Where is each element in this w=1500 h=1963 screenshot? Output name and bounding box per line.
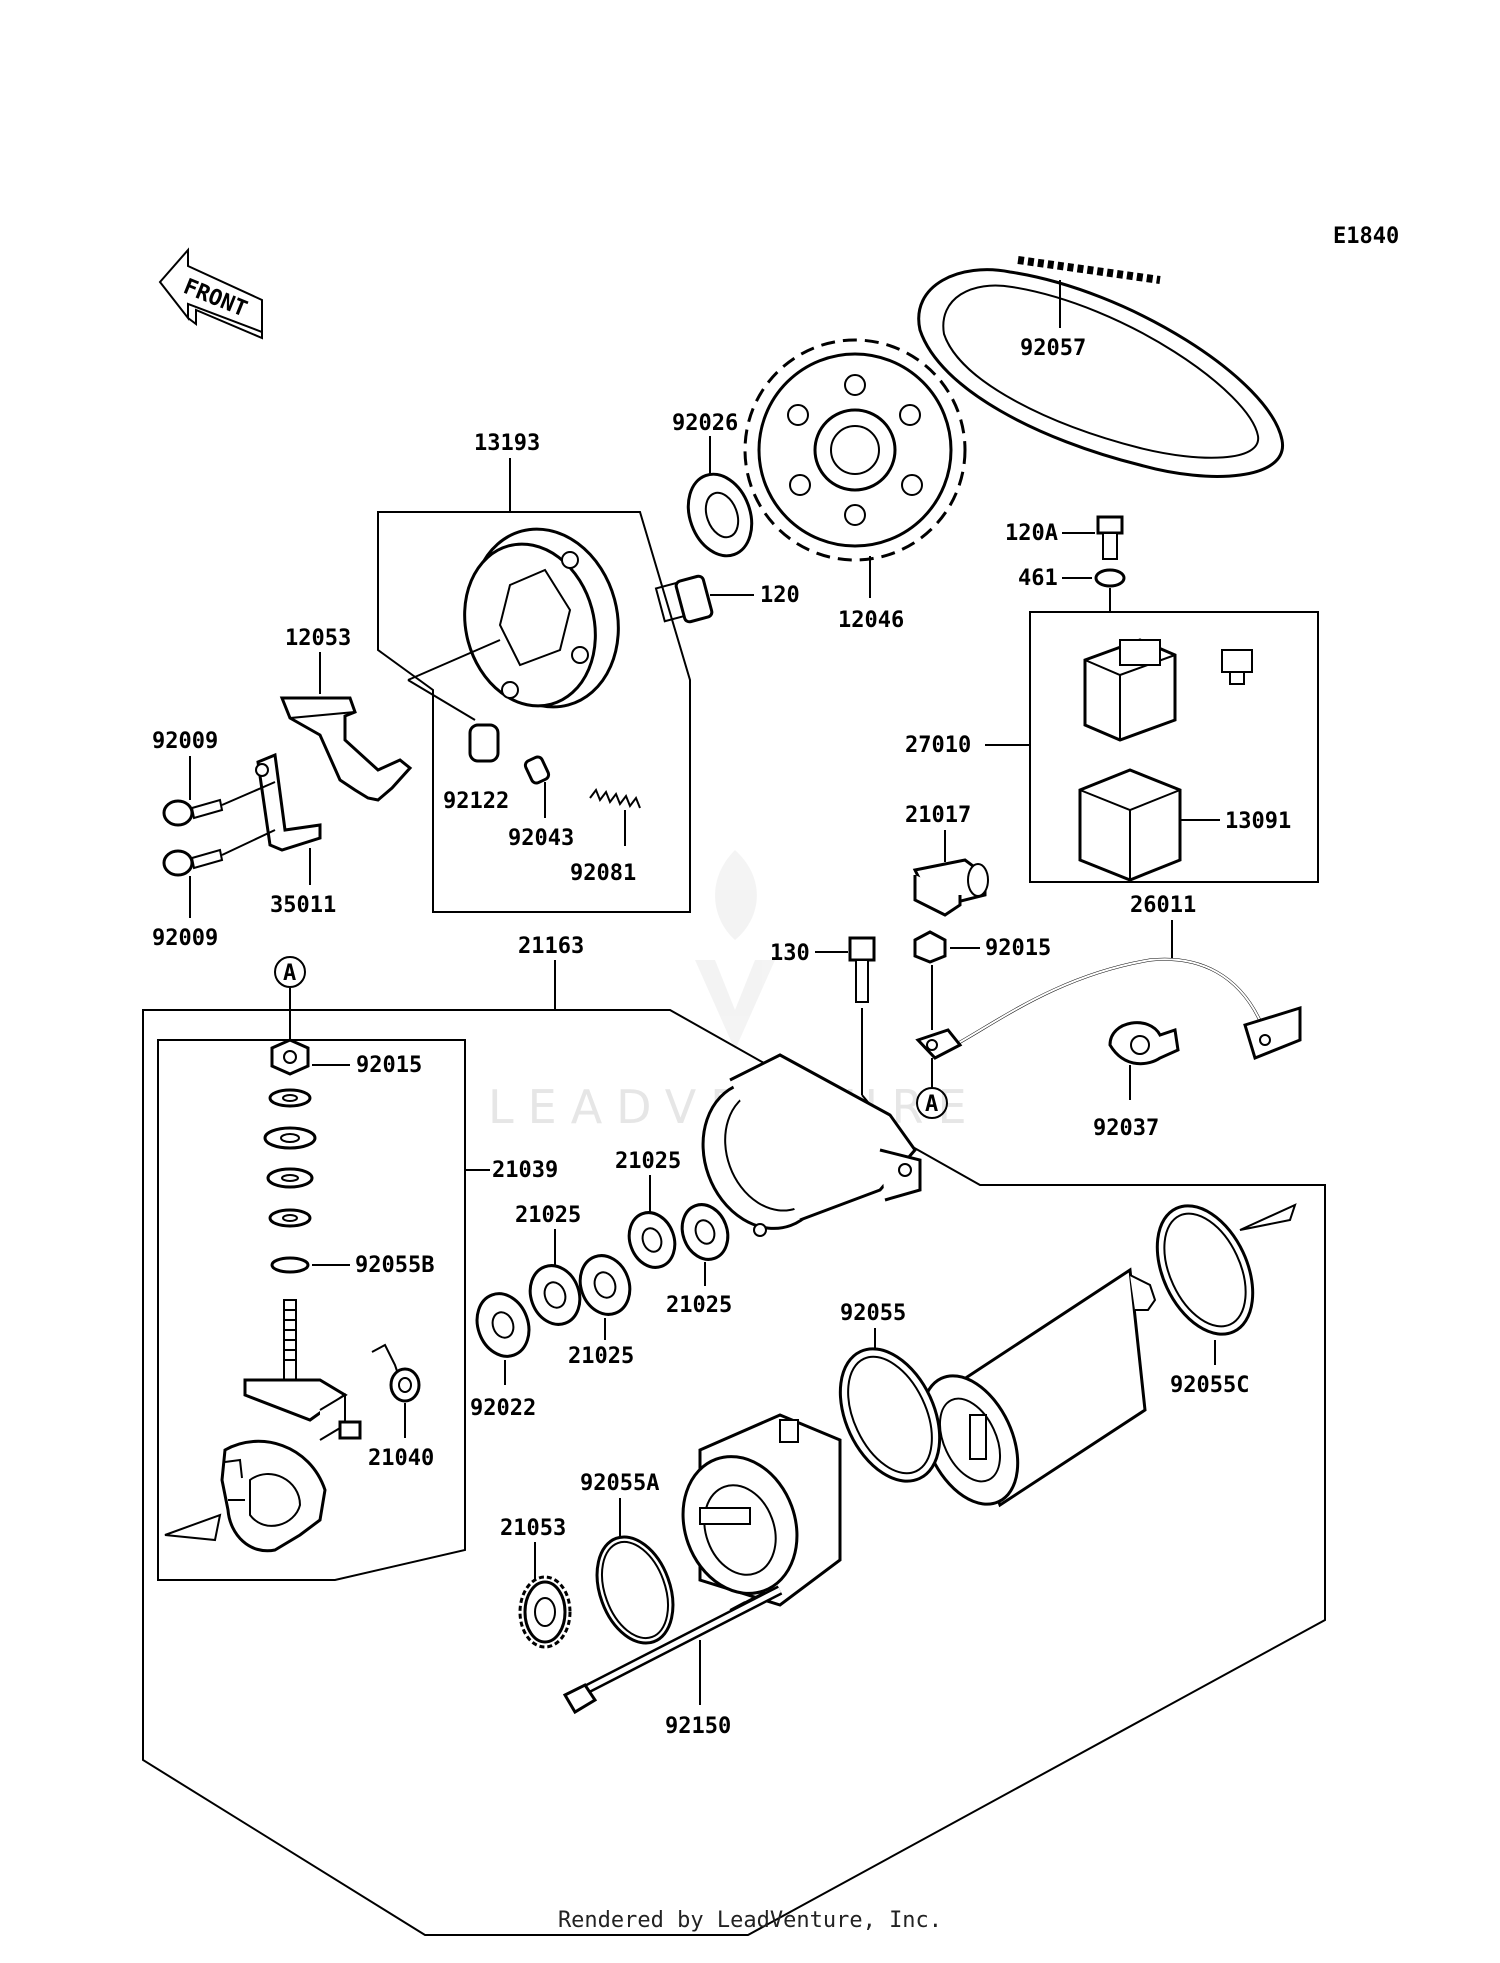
starter-clutch-13193 <box>463 527 620 709</box>
pin-92043 <box>523 755 551 785</box>
washer-21025-d <box>578 1254 632 1316</box>
part-label-92015-a: 92015 <box>356 1053 422 1078</box>
terminal-bolt <box>243 1299 362 1441</box>
part-label-21025-a: 21025 <box>615 1149 681 1174</box>
starter-cable-26011 <box>915 957 1302 1061</box>
part-label-92055B: 92055B <box>355 1253 434 1278</box>
clamp-92037 <box>1108 1021 1180 1066</box>
bracket-12053 <box>279 696 413 802</box>
bracket-35011 <box>255 752 322 852</box>
part-label-21039: 21039 <box>492 1158 558 1183</box>
part-label-120A: 120A <box>1005 521 1058 546</box>
washer-92026 <box>686 472 754 558</box>
part-label-120: 120 <box>760 583 800 608</box>
nut-92015-a <box>270 1038 310 1076</box>
brush-plate <box>220 1439 327 1553</box>
roller-92122 <box>468 723 500 763</box>
part-label-21163: 21163 <box>518 934 584 959</box>
part-label-92081: 92081 <box>570 861 636 886</box>
bolt-120A <box>1096 515 1124 560</box>
part-label-12046: 12046 <box>838 608 904 633</box>
starter-yoke <box>920 1267 1157 1508</box>
bolt-130 <box>848 936 876 1003</box>
part-label-21040: 21040 <box>368 1446 434 1471</box>
o-ring-92055C <box>1155 1204 1255 1336</box>
part-label-461: 461 <box>1018 566 1058 591</box>
ref-marker-a-top: A <box>283 961 296 986</box>
bolt-92009-a <box>162 798 224 827</box>
part-label-92057: 92057 <box>1020 336 1086 361</box>
cap-21017 <box>912 858 989 917</box>
o-ring-92055B <box>270 1256 310 1274</box>
part-label-92055: 92055 <box>840 1301 906 1326</box>
part-label-130: 130 <box>770 941 810 966</box>
part-label-92055C: 92055C <box>1170 1373 1249 1398</box>
part-label-92043: 92043 <box>508 826 574 851</box>
relay-holder-13091 <box>1078 768 1182 882</box>
washer-21025-a <box>627 1211 677 1269</box>
part-label-21025-d: 21025 <box>568 1344 634 1369</box>
bolt-92009-b <box>162 848 224 877</box>
through-bolt-92150 <box>562 1585 783 1715</box>
starter-front-cover <box>681 1413 842 1607</box>
o-ring-92055 <box>838 1347 942 1483</box>
part-label-35011: 35011 <box>270 893 336 918</box>
starter-rear-cover <box>701 1053 922 1237</box>
part-label-27010: 27010 <box>905 733 971 758</box>
nut-92015-b <box>913 930 947 964</box>
washer-461 <box>1094 568 1126 588</box>
washer-21025-c <box>528 1264 582 1326</box>
part-label-92026: 92026 <box>672 411 738 436</box>
part-label-92122: 92122 <box>443 789 509 814</box>
relay-27010 <box>1083 638 1253 742</box>
ref-marker-a-cable: A <box>925 1092 938 1117</box>
spring-92081 <box>589 787 641 809</box>
o-ring-92055A <box>595 1535 675 1645</box>
washer-stack <box>263 1088 317 1228</box>
part-label-21053: 21053 <box>500 1516 566 1541</box>
watermark-logo <box>695 850 775 1050</box>
washer-92022 <box>475 1292 531 1358</box>
pinion-gear-21053 <box>518 1575 572 1649</box>
part-label-13193: 13193 <box>474 431 540 456</box>
part-label-21025-c: 21025 <box>515 1203 581 1228</box>
front-arrow-icon: FRONT <box>158 247 263 340</box>
sprocket-12046 <box>743 338 967 562</box>
bolt-120 <box>654 574 714 624</box>
part-label-92037: 92037 <box>1093 1116 1159 1141</box>
part-label-13091: 13091 <box>1225 809 1291 834</box>
part-label-92015-b: 92015 <box>985 936 1051 961</box>
part-label-26011: 26011 <box>1130 893 1196 918</box>
footer-credit: Rendered by LeadVenture, Inc. <box>557 1908 943 1933</box>
part-label-21017: 21017 <box>905 803 971 828</box>
part-label-92055A: 92055A <box>580 1471 659 1496</box>
part-label-92009-a: 92009 <box>152 729 218 754</box>
diagram-code: E1840 <box>1333 224 1399 249</box>
drive-belt <box>917 256 1284 478</box>
part-label-21025-b: 21025 <box>666 1293 732 1318</box>
part-label-12053: 12053 <box>285 626 351 651</box>
part-label-92009-b: 92009 <box>152 926 218 951</box>
part-label-92022: 92022 <box>470 1396 536 1421</box>
washer-21025-b <box>680 1203 730 1261</box>
part-label-92150: 92150 <box>665 1714 731 1739</box>
brush-spring-21040 <box>371 1343 421 1403</box>
